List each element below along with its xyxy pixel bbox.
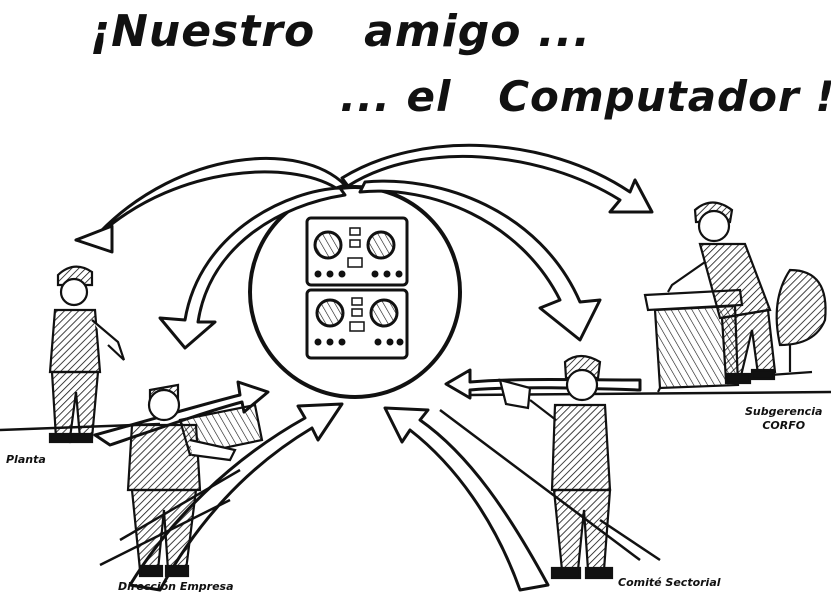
worker-planta-figure xyxy=(48,265,126,444)
worker-direccion-figure xyxy=(126,383,264,578)
label-subgerencia-corfo: Subgerencia CORFO xyxy=(745,405,822,433)
title-line-1: ¡Nuestro amigo ... xyxy=(90,6,591,57)
label-comite-sectorial: Comité Sectorial xyxy=(618,576,721,589)
worker-comite-figure xyxy=(498,354,614,580)
label-direccion-empresa: Dirección Empresa xyxy=(118,580,234,593)
outgoing-arrows xyxy=(74,143,654,350)
worker-subgerencia-figure xyxy=(643,201,827,393)
label-subgerencia: Subgerencia xyxy=(745,405,823,418)
label-planta: Planta xyxy=(6,453,46,466)
computer-icon xyxy=(305,216,409,360)
title-line-2: ... el Computador ! xyxy=(340,72,831,121)
label-corfo: CORFO xyxy=(762,419,806,432)
